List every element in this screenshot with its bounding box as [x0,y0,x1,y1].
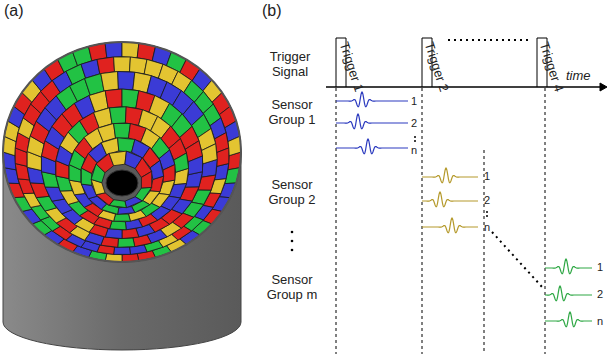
sensor-tile [114,214,131,221]
sensor-number: n [411,144,417,156]
trigger-label: Trigger 1 [337,40,367,94]
sensor-waveform [336,139,408,154]
sensor-tile [118,238,135,247]
sensor-tile [105,89,122,108]
sensor-waveform [545,312,592,327]
sensor-tile [109,151,126,166]
sensor-waveform [545,286,592,301]
sensor-tile [114,124,131,139]
sensor-tile [110,107,127,124]
sensor-waveform [545,259,592,274]
sensor-tile [202,144,218,164]
axis-label: time [566,68,591,83]
sensor-waveform [422,168,478,183]
sensor-tile [105,42,122,58]
sensor-waveform [336,114,408,129]
sensor-tile [97,57,115,74]
sensor-number: 1 [411,95,417,107]
sensor-tile [125,197,142,208]
sensor-waveform [422,192,478,207]
group-label: Sensor Group 1 [260,97,324,127]
sensor-tile [114,57,131,72]
sensor-number: 2 [484,194,490,206]
sensor-number: n [597,315,603,327]
sensor-number: 2 [411,117,417,129]
trigger-label: Trigger 4 [537,40,567,94]
sensor-tile [150,160,163,179]
sensor-waveform [422,218,478,233]
sensor-number: 2 [597,288,603,300]
sensor-tile [141,171,151,188]
detector-cylinder [3,42,241,350]
sensor-number: n [484,221,490,233]
sensor-tile [118,72,135,90]
group-label: Sensor Group m [260,272,324,302]
sensor-tile [110,221,127,230]
sensor-tile [96,193,114,206]
trigger-label: Trigger 2 [422,40,452,94]
sensor-number: 1 [597,261,603,273]
sensor-tile [122,42,139,58]
sensor-tile [174,153,189,172]
sensor-tile [188,156,202,175]
group-label: Sensor Group 2 [260,177,324,207]
sensor-tile [217,148,229,166]
panel-label: (a) [4,2,24,20]
sensor-number: 1 [484,170,490,182]
axis-label: Trigger Signal [258,49,322,79]
panel-label: (b) [262,2,282,20]
sensor-tile [101,72,119,91]
sensor-tile [163,165,175,183]
timing-diagram [291,38,607,354]
sensor-tile [228,136,241,155]
sensor-tile [114,247,131,254]
sensor-waveform [336,92,408,107]
